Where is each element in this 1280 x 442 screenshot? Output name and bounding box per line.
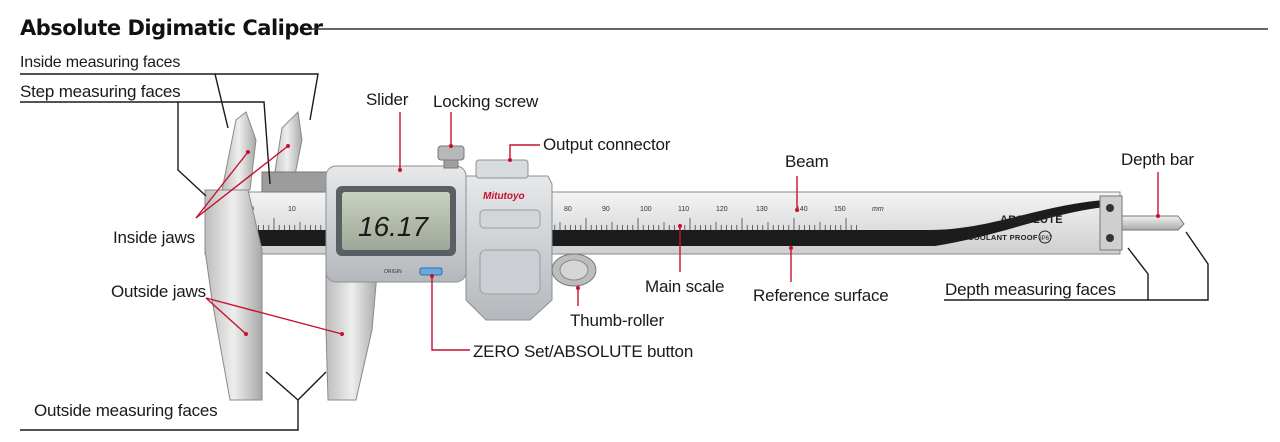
origin-label: ORIGIN — [384, 269, 402, 275]
ip-badge — [1038, 230, 1052, 244]
scale-number: 90 — [602, 206, 610, 213]
leader-dots — [244, 144, 1160, 336]
scale-number: 140 — [796, 206, 808, 213]
label-thumb-roller: Thumb-roller — [570, 311, 664, 330]
page-title: Absolute Digimatic Caliper — [20, 16, 323, 40]
label-beam: Beam — [785, 152, 829, 171]
label-depth-bar: Depth bar — [1121, 150, 1194, 169]
leader-inside-jaws-a — [195, 151, 249, 219]
scale-number: 130 — [756, 206, 768, 213]
leaders-black — [20, 73, 1209, 431]
label-outside-jaws: Outside jaws — [111, 282, 206, 301]
ip-rating: IP67 — [1040, 236, 1053, 242]
label-zero-set-button: ZERO Set/ABSOLUTE button — [473, 342, 694, 361]
scale-number: 120 — [716, 206, 728, 213]
leader-outside-jaws-a — [205, 297, 247, 335]
scale-unit: mm — [872, 206, 884, 213]
leader-outside-measuring-faces — [20, 400, 299, 431]
leader-step-measuring-faces — [20, 101, 271, 185]
brand-logo: Mitutoyo — [483, 191, 525, 202]
beam-end-cap — [1099, 195, 1123, 251]
label-locking-screw: Locking screw — [433, 92, 539, 111]
scale-number: 150 — [834, 206, 846, 213]
depth-bar — [1121, 215, 1185, 231]
label-output-connector: Output connector — [543, 135, 671, 154]
label-reference-surface: Reference surface — [753, 286, 889, 305]
coolant-proof-text: COOLANT PROOF — [968, 233, 1038, 242]
fixed-jaw-body — [204, 111, 263, 401]
label-main-scale: Main scale — [645, 277, 725, 296]
leaders-red — [195, 112, 1159, 351]
label-depth-measuring-faces: Depth measuring faces — [945, 280, 1116, 299]
scale-number: 100 — [640, 206, 652, 213]
output-connector — [475, 159, 529, 179]
label-inside-measuring-faces: Inside measuring faces — [20, 54, 181, 71]
leader-inside-jaws-b — [195, 145, 289, 219]
scale-number: 110 — [678, 206, 689, 213]
absolute-logo: ABSOLUTE — [1000, 214, 1063, 226]
label-step-measuring-faces: Step measuring faces — [20, 82, 181, 101]
scale-number: 80 — [564, 206, 572, 213]
leader-outside-jaws-b — [205, 297, 343, 335]
leader-output-connector — [509, 144, 540, 160]
leader-depth-measuring-faces — [944, 247, 1149, 301]
origin-button — [419, 267, 443, 276]
label-outside-measuring-faces: Outside measuring faces — [34, 401, 218, 420]
leader-zero-set — [431, 276, 470, 351]
scale-number: 10 — [288, 206, 296, 213]
label-inside-jaws: Inside jaws — [113, 228, 195, 247]
locking-screw — [437, 145, 465, 161]
lcd-reading: 16.17 — [358, 211, 429, 242]
label-slider: Slider — [366, 90, 409, 109]
